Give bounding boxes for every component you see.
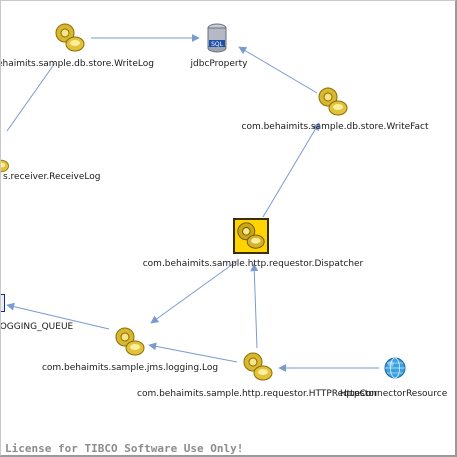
node-label-http-requestor: com.behaimits.sample.http.requestor.HTTP… <box>137 389 378 399</box>
gear-coin-icon[interactable] <box>113 325 147 359</box>
node-label-jms-log: com.behaimits.sample.jms.logging.Log <box>41 363 219 373</box>
gear-coin-icon[interactable] <box>53 21 87 55</box>
node-label-jdbc: jdbcProperty <box>190 59 248 69</box>
license-watermark: License for TIBCO Software Use Only! <box>5 442 244 455</box>
edge-jmslog-to-queue[interactable] <box>6 302 110 330</box>
node-label-receivelog: s.receiver.ReceiveLog <box>3 172 101 182</box>
edge-receivelog-to-writelog[interactable] <box>6 62 56 132</box>
gear-coin-icon <box>237 222 265 249</box>
node-label-writefact: com.behaimits.sample.db.store.WriteFact <box>241 122 429 132</box>
gear-coin-icon[interactable] <box>0 147 11 175</box>
edge-httprequestor-to-dispatcher[interactable] <box>250 263 259 349</box>
gear-coin-icon[interactable] <box>316 85 350 119</box>
node-label-dispatcher: com.behaimits.sample.http.requestor.Disp… <box>142 259 364 269</box>
edge-dispatcher-to-writefact[interactable] <box>262 122 320 218</box>
queue-icon[interactable] <box>1 294 5 312</box>
edge-httprequestor-to-jmslog[interactable] <box>148 342 238 363</box>
edge-writefact-to-jdbc[interactable] <box>238 46 318 94</box>
sql-database-icon[interactable]: SQL <box>206 23 228 53</box>
svg-text:SQL: SQL <box>211 41 224 48</box>
node-label-connector: HttpConnectorResource <box>340 389 448 399</box>
node-label-logging-queue: LOGGING_QUEUE <box>0 322 74 332</box>
dispatcher-selected-node[interactable] <box>233 218 269 254</box>
edge-dispatcher-to-jmslog[interactable] <box>150 260 238 324</box>
globe-icon[interactable] <box>384 357 406 379</box>
node-label-writelog: ehaimits.sample.db.store.WriteLog <box>0 59 154 69</box>
gear-coin-icon[interactable] <box>241 350 275 384</box>
